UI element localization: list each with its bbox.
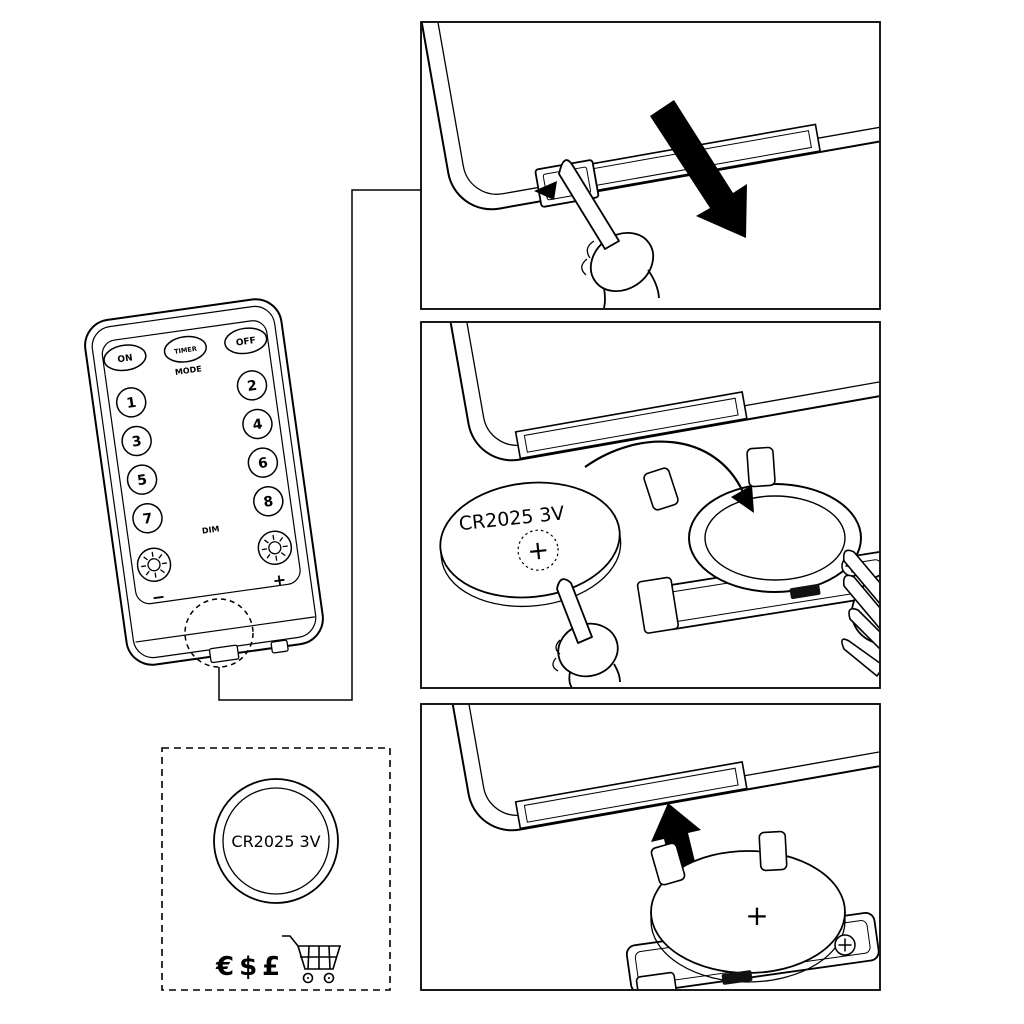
- battery-holder: [636, 446, 879, 634]
- mode-label: MODE: [174, 364, 202, 377]
- step-1-slide-out: [422, 23, 879, 308]
- off-label: OFF: [235, 336, 256, 349]
- pointing-hand-icon: [552, 578, 621, 687]
- tray-handle: [636, 576, 679, 634]
- battery-location-indicator: [184, 598, 254, 668]
- dim-plus-label: +: [271, 570, 287, 591]
- slide-out-arrow-icon: [650, 100, 747, 238]
- step-3-reinsert: +: [422, 705, 879, 989]
- remote-corner: [422, 705, 879, 832]
- currency-symbols: €$£: [215, 952, 285, 982]
- step-2-panel: [420, 321, 881, 689]
- remote-keypad-outline: [101, 320, 301, 605]
- tray-handle: [635, 971, 681, 989]
- tray-slot: [514, 761, 748, 830]
- screw-icon: [834, 934, 856, 956]
- holder-clip: [650, 842, 686, 886]
- remote-control: ON TIMER OFF MODE 1 2 3 4 5 6 7 8 DIM − …: [84, 298, 324, 666]
- step-3-panel: [420, 703, 881, 991]
- holding-hand-icon: [841, 549, 879, 677]
- insert-arrow-icon: [584, 440, 744, 493]
- push-in-arrow-icon: [651, 803, 701, 880]
- battery-polarity-mark: +: [745, 899, 768, 932]
- holder-marking: [721, 970, 753, 985]
- step-2-insert-battery: CR2025 3V +: [422, 323, 879, 687]
- number-label: 4: [252, 416, 264, 433]
- dim-down-button: [136, 547, 172, 583]
- holder-clip: [643, 467, 679, 511]
- battery-polarity-mark: +: [526, 535, 551, 567]
- timer-label: TIMER: [174, 345, 198, 356]
- step-1-panel: [420, 21, 881, 310]
- battery-tray-tab: [270, 639, 289, 654]
- holder-ring: [688, 483, 862, 593]
- number-label: 2: [246, 378, 258, 395]
- number-label: 5: [136, 472, 148, 489]
- battery-tray-tab: [208, 644, 240, 664]
- number-label: 7: [142, 511, 154, 528]
- on-label: ON: [117, 353, 133, 365]
- dim-up-button: [257, 530, 293, 566]
- number-label: 8: [263, 494, 275, 511]
- dim-label: DIM: [201, 524, 220, 535]
- timer-button: [163, 335, 207, 363]
- holder-clip: [746, 446, 776, 488]
- battery-purchase-box: CR2025 3V €$£: [161, 747, 391, 991]
- dim-minus-label: −: [151, 587, 167, 608]
- battery-model-label: CR2025 3V: [231, 832, 320, 851]
- number-buttons: [115, 370, 284, 534]
- coin-battery-inner-rim: [222, 787, 330, 895]
- coin-battery: [213, 778, 339, 904]
- off-button: [224, 327, 268, 355]
- holder-marking: [789, 584, 821, 599]
- coin-battery: CR2025 3V +: [439, 481, 622, 608]
- press-arrow-icon: [534, 181, 557, 200]
- on-button: [103, 344, 147, 372]
- shopping-cart-icon: [282, 935, 342, 984]
- remote-corner: [422, 323, 879, 462]
- press-point-indicator: [517, 529, 559, 571]
- number-label: 1: [125, 395, 137, 412]
- battery-tray-assembly: +: [625, 830, 879, 989]
- connector-line: [218, 189, 421, 701]
- number-label: 3: [131, 433, 143, 450]
- number-label: 6: [257, 455, 269, 472]
- pointing-hand-icon: [558, 159, 660, 308]
- tray-slot: [514, 391, 748, 460]
- insert-arrow-head: [731, 485, 754, 513]
- battery-tray-seam: [135, 616, 315, 643]
- holder-clip: [758, 830, 788, 872]
